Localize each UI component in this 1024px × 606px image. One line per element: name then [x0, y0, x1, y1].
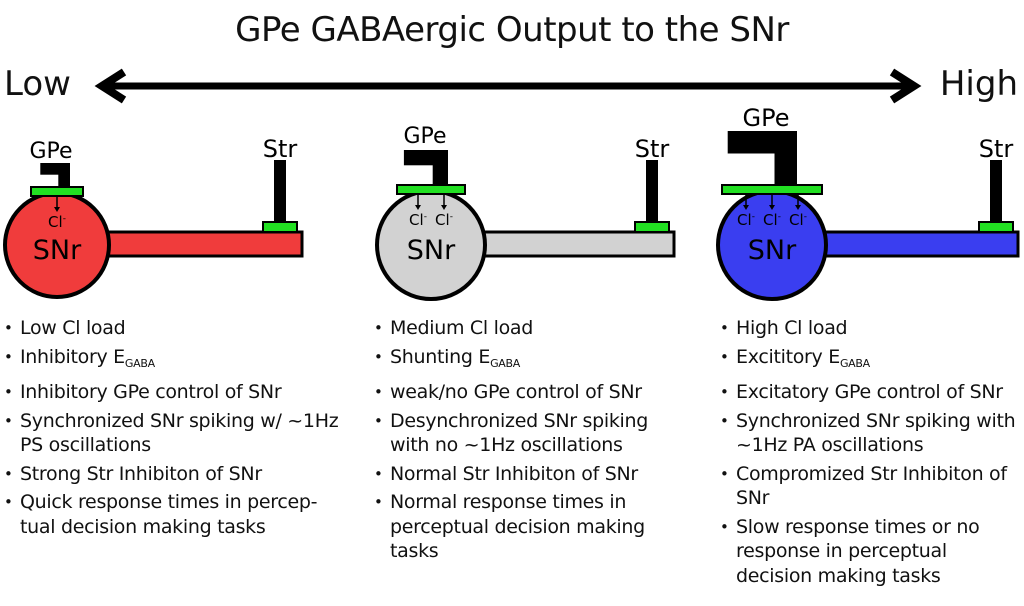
bullet-text: Normal response times in perceptual deci…	[390, 491, 645, 562]
gaba-output-axis-arrow	[94, 68, 922, 104]
bullet-item: Quick response times in percep-tual deci…	[2, 490, 342, 539]
gpe-synapse	[721, 184, 823, 195]
bullet-text: Synchronized SNr spiking w/ ~1Hz PS osci…	[20, 409, 339, 457]
bullet-item: Synchronized SNr spiking w/ ~1Hz PS osci…	[2, 409, 342, 458]
str-synapse	[262, 221, 298, 233]
bullet-item: Low Cl load	[2, 316, 342, 341]
arrowhead-icon	[54, 207, 60, 212]
bullet-item: Inhibitory GPe control of SNr	[2, 380, 342, 405]
high-load-bullet-list: High Cl loadExcititory EGABA Excitatory G…	[718, 316, 1024, 592]
axis-high-label: High	[939, 64, 1018, 104]
bullet-item: Excititory EGABA	[718, 345, 1024, 377]
bullet-text: High Cl load	[736, 317, 848, 339]
gpe-label: GPe	[403, 124, 446, 149]
bullet-text: Medium Cl load	[390, 317, 534, 339]
bullet-item: weak/no GPe control of SNr	[372, 380, 692, 405]
bullet-item: Strong Str Inhibiton of SNr	[2, 462, 342, 487]
arrowhead-icon	[415, 205, 421, 210]
gpe-terminal-stem	[432, 150, 448, 185]
snr-label: SNr	[748, 235, 797, 266]
subscript-text: GABA	[490, 356, 520, 370]
snr-axon	[101, 230, 304, 258]
gpe-synapse	[30, 186, 84, 197]
str-label: Str	[635, 135, 670, 163]
gpe-terminal-arm	[40, 163, 70, 175]
bullet-item: High Cl load	[718, 316, 1024, 341]
medium-load-bullet-list: Medium Cl loadShunting EGABA weak/no GPe …	[372, 316, 692, 568]
chloride-ion-label: Cl-	[435, 211, 453, 229]
str-label: Str	[979, 135, 1014, 163]
bullet-text: Shunting E	[390, 345, 491, 368]
chloride-ion-label: Cl-	[763, 211, 781, 229]
bullet-text: Slow response times or no response in pe…	[736, 515, 980, 587]
bullet-text: weak/no GPe control of SNr	[390, 381, 642, 403]
bullet-text: Excitatory GPe control of SNr	[736, 381, 1003, 403]
bullet-text: Low Cl load	[20, 317, 126, 339]
bullet-item: Compromized Str Inhibiton of SNr	[718, 462, 1024, 511]
bullet-text: Normal Str Inhibiton of SNr	[390, 462, 638, 485]
bullet-item: Inhibitory EGABA	[2, 345, 342, 377]
bullet-text: Compromized Str Inhibiton of SNr	[736, 462, 1007, 510]
snr-axon	[477, 230, 676, 258]
chloride-ion-label: Cl-	[48, 213, 66, 231]
bullet-item: Slow response times or no response in pe…	[718, 515, 1024, 589]
bullet-item: Normal response times in perceptual deci…	[372, 490, 692, 564]
bullet-text: Desynchronized SNr spiking with no ~1Hz …	[390, 409, 649, 457]
arrowhead-icon	[795, 205, 801, 210]
bullet-item: Synchronized SNr spiking with ~1Hz PA os…	[718, 409, 1024, 458]
subscript-text: GABA	[124, 356, 155, 370]
low-load-bullet-list: Low Cl loadInhibitory EGABA Inhibitory GP…	[2, 316, 342, 543]
bullet-item: Medium Cl load	[372, 316, 692, 341]
bullet-item: Shunting EGABA	[372, 345, 692, 377]
arrowhead-icon	[441, 205, 447, 210]
arrowhead-icon	[743, 205, 749, 210]
diagram-title: GPe GABAergic Output to the SNr	[235, 10, 789, 50]
snr-axon	[818, 230, 1020, 258]
bullet-text: Excititory E	[736, 345, 840, 368]
bullet-item: Normal Str Inhibiton of SNr	[372, 462, 692, 487]
str-terminal-stem	[274, 160, 286, 222]
gpe-label: GPe	[29, 139, 72, 164]
snr-label: SNr	[33, 235, 82, 266]
bullet-text: Inhibitory E	[20, 345, 125, 368]
axis-low-label: Low	[4, 64, 71, 104]
gpe-synapse	[396, 184, 466, 195]
bullet-item: Desynchronized SNr spiking with no ~1Hz …	[372, 409, 692, 458]
str-label: Str	[263, 135, 298, 163]
str-synapse	[634, 221, 670, 233]
bullet-text: Strong Str Inhibiton of SNr	[20, 462, 262, 485]
str-terminal-stem	[990, 160, 1002, 222]
gpe-terminal-stem	[774, 131, 797, 185]
chloride-ion-label: Cl-	[737, 211, 755, 229]
gpe-terminal-stem	[58, 163, 70, 187]
chloride-ion-label: Cl-	[409, 211, 427, 229]
chloride-ion-label: Cl-	[789, 211, 807, 229]
bullet-text: Synchronized SNr spiking with ~1Hz PA os…	[736, 409, 1016, 457]
bullet-item: Excitatory GPe control of SNr	[718, 380, 1024, 405]
bullet-text: Quick response times in percep-tual deci…	[20, 491, 318, 538]
snr-label: SNr	[407, 235, 456, 266]
str-terminal-stem	[646, 160, 658, 222]
arrowhead-icon	[769, 205, 775, 210]
bullet-text: Inhibitory GPe control of SNr	[20, 381, 282, 403]
subscript-text: GABA	[839, 356, 870, 370]
gpe-label: GPe	[743, 104, 790, 132]
str-synapse	[978, 221, 1014, 233]
